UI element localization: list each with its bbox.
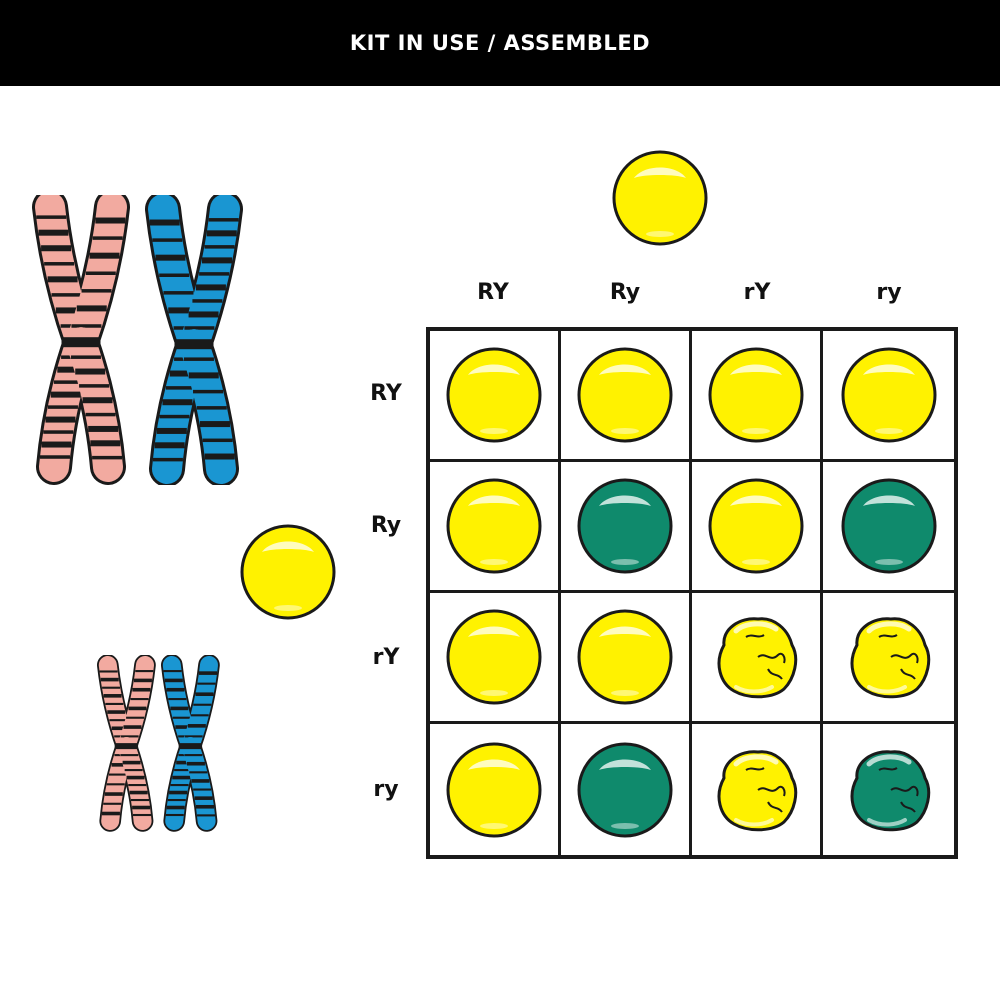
yellow-wrinkled-pea-icon [717, 749, 798, 831]
yellow-round-pea-icon [577, 609, 673, 705]
punnett-cell [430, 462, 561, 593]
punnett-cell [430, 724, 561, 855]
pink-chromosome-small [97, 655, 156, 832]
row-header-3: rY [372, 645, 400, 670]
punnett-cell [430, 593, 561, 724]
green-round-pea-icon [577, 478, 673, 574]
column-header-3: rY [743, 280, 771, 305]
small-chromosome-pair [97, 655, 220, 832]
punnett-cell [692, 593, 823, 724]
punnett-cell [561, 724, 692, 855]
row-header-1: RY [370, 381, 402, 406]
yellow-wrinkled-pea-icon [850, 617, 930, 699]
punnett-cell [823, 724, 954, 855]
yellow-round-pea-icon [446, 609, 542, 705]
punnett-cell [692, 462, 823, 593]
green-round-pea-icon [841, 478, 936, 574]
parent-pea-top [612, 150, 708, 246]
yellow-wrinkled-pea-icon [717, 617, 798, 699]
column-header-4: ry [876, 280, 902, 305]
punnett-cell [561, 331, 692, 462]
green-wrinkled-pea-icon [850, 749, 930, 831]
yellow-round-pea-icon [708, 347, 804, 443]
punnett-cell [692, 724, 823, 855]
yellow-round-pea-icon [841, 347, 936, 443]
blue-chromosome-large [145, 195, 243, 485]
yellow-round-pea-icon [446, 742, 542, 837]
row-header-2: Ry [370, 513, 402, 538]
header-banner: KIT IN USE / ASSEMBLED [0, 0, 1000, 86]
punnett-cell [823, 593, 954, 724]
blue-chromosome-small [161, 655, 220, 832]
yellow-round-pea-icon [446, 347, 542, 443]
punnett-cell [561, 462, 692, 593]
punnett-cell [823, 462, 954, 593]
punnett-cell [561, 593, 692, 724]
row-header-4: ry [373, 777, 399, 802]
column-header-2: Ry [609, 280, 641, 305]
punnett-cell [823, 331, 954, 462]
green-round-pea-icon [577, 742, 673, 837]
yellow-round-pea-icon [577, 347, 673, 443]
punnett-square [426, 327, 958, 859]
yellow-round-pea-icon [446, 478, 542, 574]
banner-title: KIT IN USE / ASSEMBLED [349, 31, 651, 55]
parent-pea-left [240, 524, 336, 620]
column-header-1: RY [477, 280, 509, 305]
large-chromosome-pair [32, 195, 243, 485]
pink-chromosome-large [32, 195, 130, 485]
yellow-round-pea-icon [708, 478, 804, 574]
punnett-cell [430, 331, 561, 462]
punnett-cell [692, 331, 823, 462]
